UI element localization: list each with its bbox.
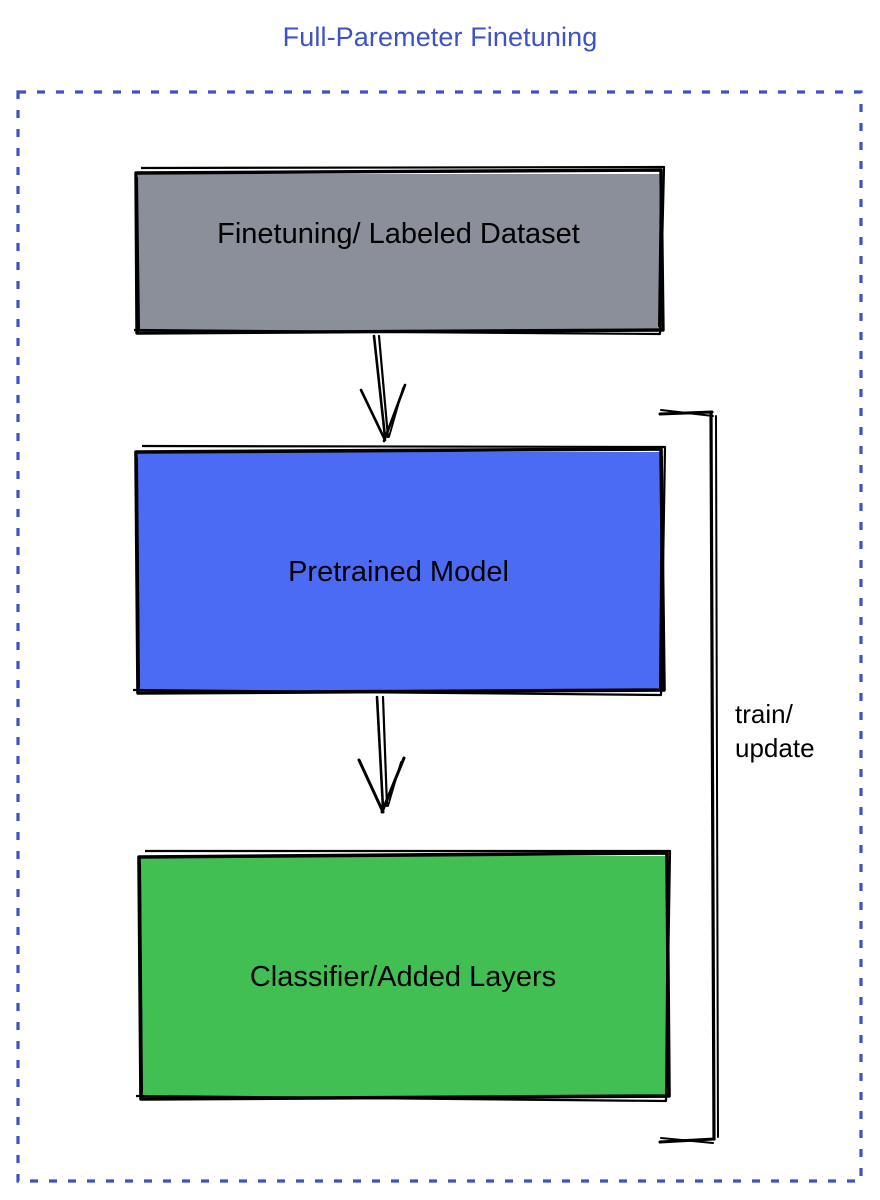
page-title: Full-Paremeter Finetuning [282,22,598,52]
node-classifier[interactable] [135,849,672,1103]
node-dataset[interactable] [133,165,666,336]
edge-pretrained-to-classifier [357,695,406,814]
edge-feedback-loop [658,409,719,1144]
dashed-blue-boundary [16,90,863,1183]
node-pretrained[interactable] [132,444,667,697]
edge-dataset-to-pretrained [359,334,407,443]
